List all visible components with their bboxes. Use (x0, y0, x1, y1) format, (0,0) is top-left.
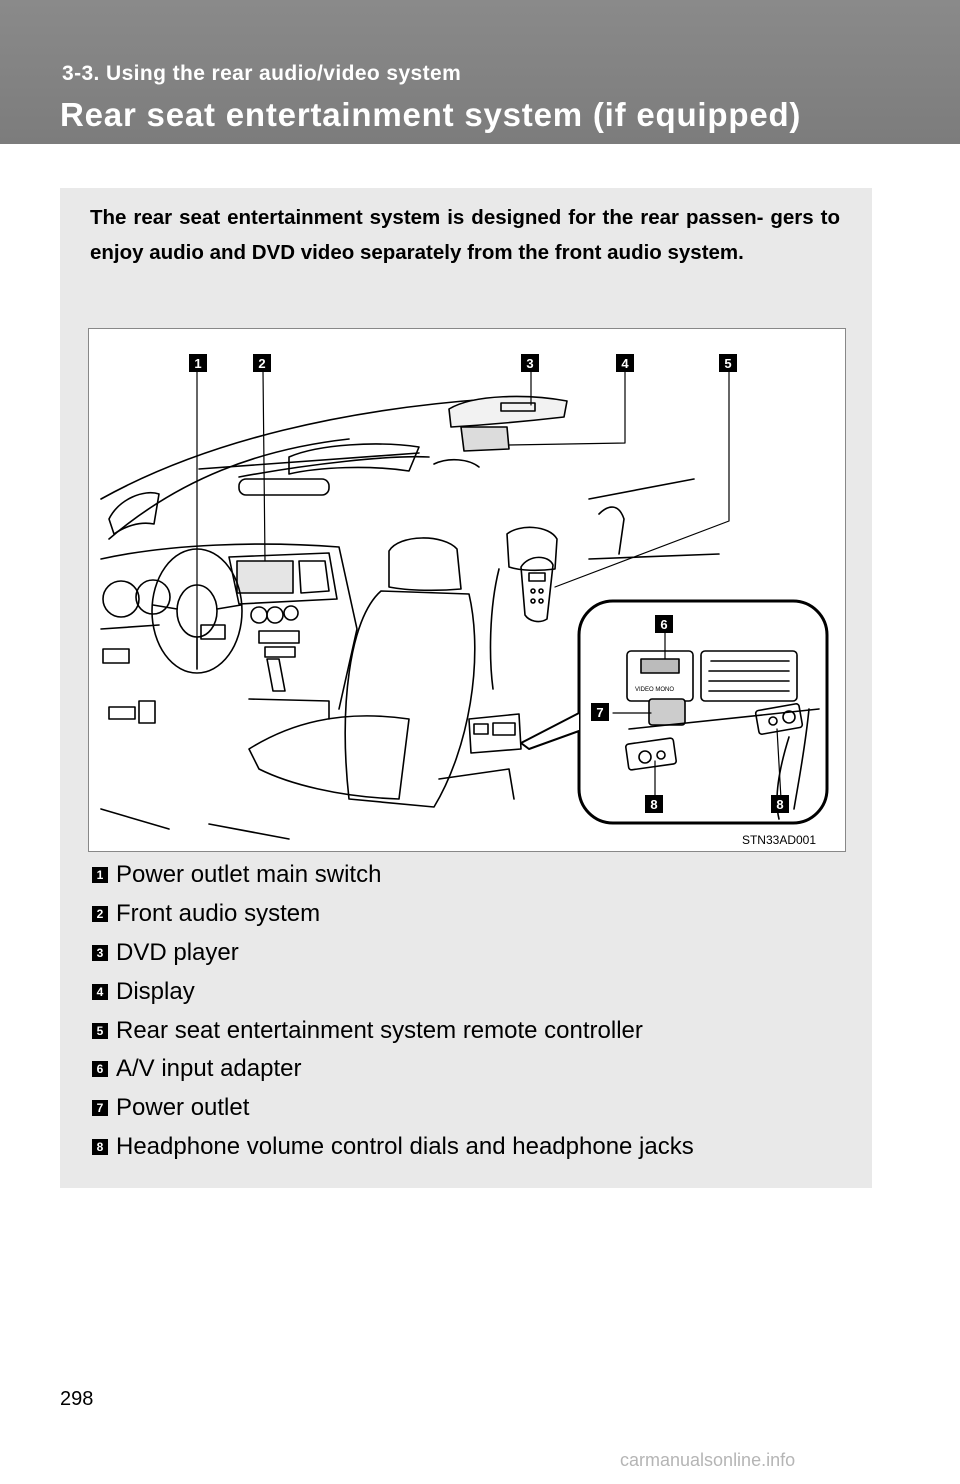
item-number: 7 (92, 1100, 108, 1117)
page-header: 3-3. Using the rear audio/video system R… (0, 0, 960, 144)
item-text: Rear seat entertainment system remote co… (116, 1016, 643, 1044)
section-heading: 3-3. Using the rear audio/video system (62, 62, 462, 85)
list-item: 8 Headphone volume control dials and head… (92, 1128, 852, 1167)
list-item: 2 Front audio system (92, 895, 852, 934)
page-title: Rear seat entertainment system (if equip… (60, 96, 802, 133)
item-text: Power outlet (116, 1094, 250, 1122)
list-item: 3 DVD player (92, 934, 852, 973)
list-item: 1 Power outlet main switch (92, 856, 852, 895)
component-list: 1 Power outlet main switch 2 Front audio s… (92, 856, 852, 1166)
item-number: 3 (92, 944, 108, 961)
list-item: 6 A/V input adapter (92, 1050, 852, 1089)
item-text: Front audio system (116, 900, 321, 928)
list-item: 4 Display (92, 972, 852, 1011)
item-text: Display (116, 977, 195, 1005)
item-text: DVD player (116, 938, 239, 966)
item-number: 8 (92, 1138, 108, 1155)
item-number: 1 (92, 867, 108, 884)
item-number: 6 (92, 1061, 108, 1078)
intro-text: The rear seat entertainment system is de… (90, 206, 840, 264)
item-text: A/V input adapter (116, 1055, 302, 1083)
item-number: 2 (92, 906, 108, 923)
jack-label: VIDEO MONO (635, 687, 674, 693)
item-number: 5 (92, 1022, 108, 1039)
list-item: 7 Power outlet (92, 1089, 852, 1128)
car-interior-drawing: VIDEO MONO (100, 370, 829, 840)
list-item: 5 Rear seat entertainment system remote c… (92, 1011, 852, 1050)
page-number: 298 (60, 1388, 94, 1410)
item-text: Power outlet main switch (116, 861, 382, 889)
watermark: carmanualsonline.info (620, 1450, 796, 1470)
item-text: Headphone volume control dials and headp… (116, 1132, 694, 1160)
system-illustration: VIDEO MONO 1 2 3 4 5 (88, 328, 846, 852)
item-number: 4 (92, 983, 108, 1000)
